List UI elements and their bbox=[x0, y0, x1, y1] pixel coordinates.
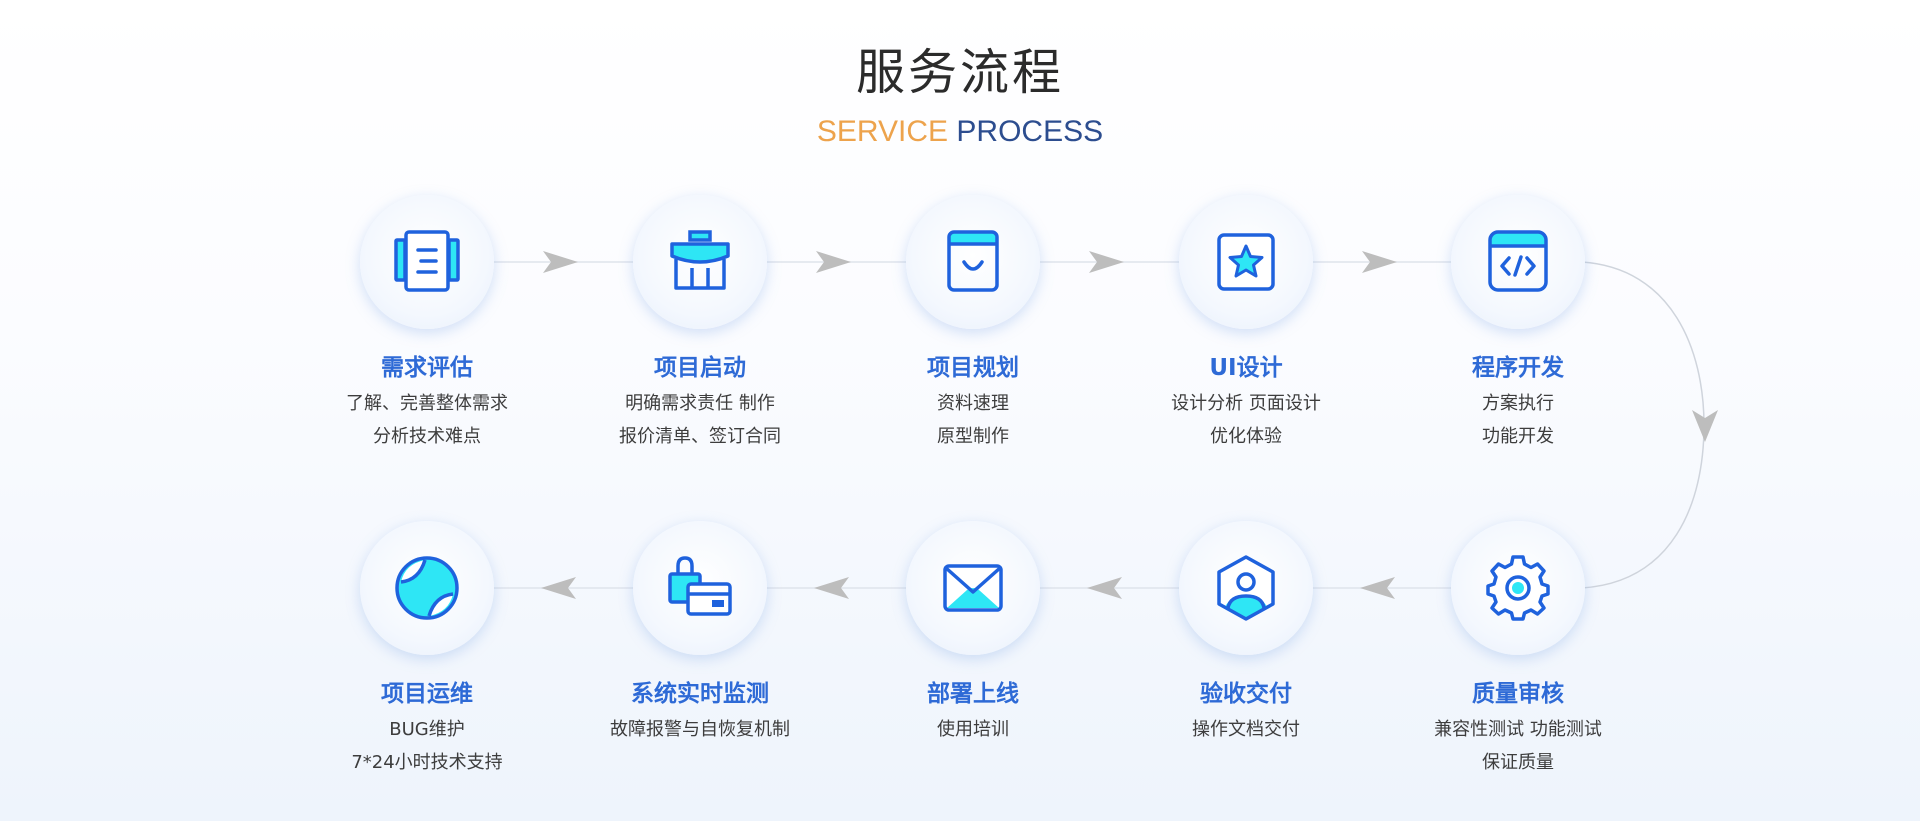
step-icon-circle bbox=[360, 195, 494, 329]
step-description: 兼容性测试 功能测试 保证质量 bbox=[1358, 713, 1678, 779]
step-desc-line: 方案执行 bbox=[1482, 393, 1554, 414]
subtitle-process: PROCESS bbox=[956, 115, 1104, 148]
step-project-planning: 项目规划 资料速理 原型制作 bbox=[813, 195, 1133, 453]
step-desc-line: 分析技术难点 bbox=[373, 426, 481, 447]
arrow-left-1 bbox=[1360, 577, 1395, 599]
step-desc-line: 7*24小时技术支持 bbox=[351, 752, 503, 773]
step-title: 质量审核 bbox=[1472, 681, 1564, 707]
arrow-left-2 bbox=[1087, 577, 1122, 599]
section-header: 服务流程 SERVICE PROCESS bbox=[0, 38, 1920, 152]
step-title: 程序开发 bbox=[1472, 355, 1564, 381]
shopping-bag-icon bbox=[947, 230, 999, 292]
page-subtitle: SERVICE PROCESS bbox=[0, 112, 1920, 152]
subtitle-service: SERVICE bbox=[816, 115, 949, 148]
step-icon-circle bbox=[906, 521, 1040, 655]
step-icon-circle bbox=[1451, 195, 1585, 329]
step-desc-line: 保证质量 bbox=[1482, 752, 1554, 773]
step-title: 验收交付 bbox=[1200, 681, 1292, 707]
gear-icon bbox=[1486, 555, 1550, 621]
step-operations-maintenance: 项目运维 BUG维护 7*24小时技术支持 bbox=[267, 521, 587, 779]
briefcase-icon bbox=[670, 230, 730, 290]
step-desc-line: BUG维护 bbox=[389, 719, 465, 740]
code-window-icon bbox=[1488, 230, 1548, 292]
step-desc-line: 设计分析 页面设计 bbox=[1171, 393, 1321, 414]
step-description: 明确需求责任 制作 报价清单、签订合同 bbox=[540, 387, 860, 453]
star-frame-icon bbox=[1217, 233, 1275, 291]
step-quality-review: 质量审核 兼容性测试 功能测试 保证质量 bbox=[1358, 521, 1678, 779]
step-desc-line: 操作文档交付 bbox=[1192, 719, 1300, 740]
step-icon-circle bbox=[1179, 195, 1313, 329]
ball-icon bbox=[395, 556, 459, 620]
step-icon-circle bbox=[633, 521, 767, 655]
step-icon-circle bbox=[633, 195, 767, 329]
step-desc-line: 报价清单、签订合同 bbox=[619, 426, 781, 447]
step-realtime-monitoring: 系统实时监测 故障报警与自恢复机制 bbox=[540, 521, 860, 746]
step-description: 资料速理 原型制作 bbox=[813, 387, 1133, 453]
step-desc-line: 兼容性测试 功能测试 bbox=[1434, 719, 1602, 740]
step-desc-line: 资料速理 bbox=[937, 393, 1009, 414]
step-description: 使用培训 bbox=[813, 713, 1133, 746]
step-icon-circle bbox=[906, 195, 1040, 329]
step-development: 程序开发 方案执行 功能开发 bbox=[1358, 195, 1678, 453]
step-desc-line: 优化体验 bbox=[1210, 426, 1282, 447]
step-icon-circle bbox=[1451, 521, 1585, 655]
step-title: 部署上线 bbox=[927, 681, 1019, 707]
step-desc-line: 功能开发 bbox=[1482, 426, 1554, 447]
step-description: 故障报警与自恢复机制 bbox=[540, 713, 860, 746]
step-title: 项目运维 bbox=[381, 681, 473, 707]
arrow-right-4 bbox=[1362, 251, 1397, 273]
step-desc-line: 使用培训 bbox=[937, 719, 1009, 740]
lock-card-icon bbox=[668, 556, 732, 616]
step-description: 操作文档交付 bbox=[1086, 713, 1406, 746]
step-title: UI设计 bbox=[1209, 355, 1283, 381]
step-desc-line: 故障报警与自恢复机制 bbox=[610, 719, 790, 740]
step-desc-line: 明确需求责任 制作 bbox=[625, 393, 775, 414]
arrow-right-3 bbox=[1089, 251, 1124, 273]
step-description: 设计分析 页面设计 优化体验 bbox=[1086, 387, 1406, 453]
step-desc-line: 了解、完善整体需求 bbox=[346, 393, 508, 414]
step-title: 需求评估 bbox=[381, 355, 473, 381]
step-deployment: 部署上线 使用培训 bbox=[813, 521, 1133, 746]
step-description: BUG维护 7*24小时技术支持 bbox=[267, 713, 587, 779]
arrow-right-2 bbox=[816, 251, 851, 273]
step-description: 方案执行 功能开发 bbox=[1358, 387, 1678, 453]
step-icon-circle bbox=[360, 521, 494, 655]
step-title: 系统实时监测 bbox=[631, 681, 769, 707]
envelope-icon bbox=[943, 564, 1003, 612]
step-requirement-evaluation: 需求评估 了解、完善整体需求 分析技术难点 bbox=[267, 195, 587, 453]
step-description: 了解、完善整体需求 分析技术难点 bbox=[267, 387, 587, 453]
arrow-left-4 bbox=[541, 577, 576, 599]
step-icon-circle bbox=[1179, 521, 1313, 655]
step-project-kickoff: 项目启动 明确需求责任 制作 报价清单、签订合同 bbox=[540, 195, 860, 453]
step-desc-line: 原型制作 bbox=[937, 426, 1009, 447]
arrow-left-3 bbox=[814, 577, 849, 599]
arrow-right-1 bbox=[543, 251, 578, 273]
step-ui-design: UI设计 设计分析 页面设计 优化体验 bbox=[1086, 195, 1406, 453]
arrow-down bbox=[1692, 410, 1718, 442]
step-title: 项目启动 bbox=[654, 355, 746, 381]
step-acceptance-delivery: 验收交付 操作文档交付 bbox=[1086, 521, 1406, 746]
page-title: 服务流程 bbox=[855, 44, 1064, 101]
document-icon bbox=[394, 230, 460, 292]
user-hexagon-icon bbox=[1217, 555, 1275, 621]
step-title: 项目规划 bbox=[927, 355, 1019, 381]
